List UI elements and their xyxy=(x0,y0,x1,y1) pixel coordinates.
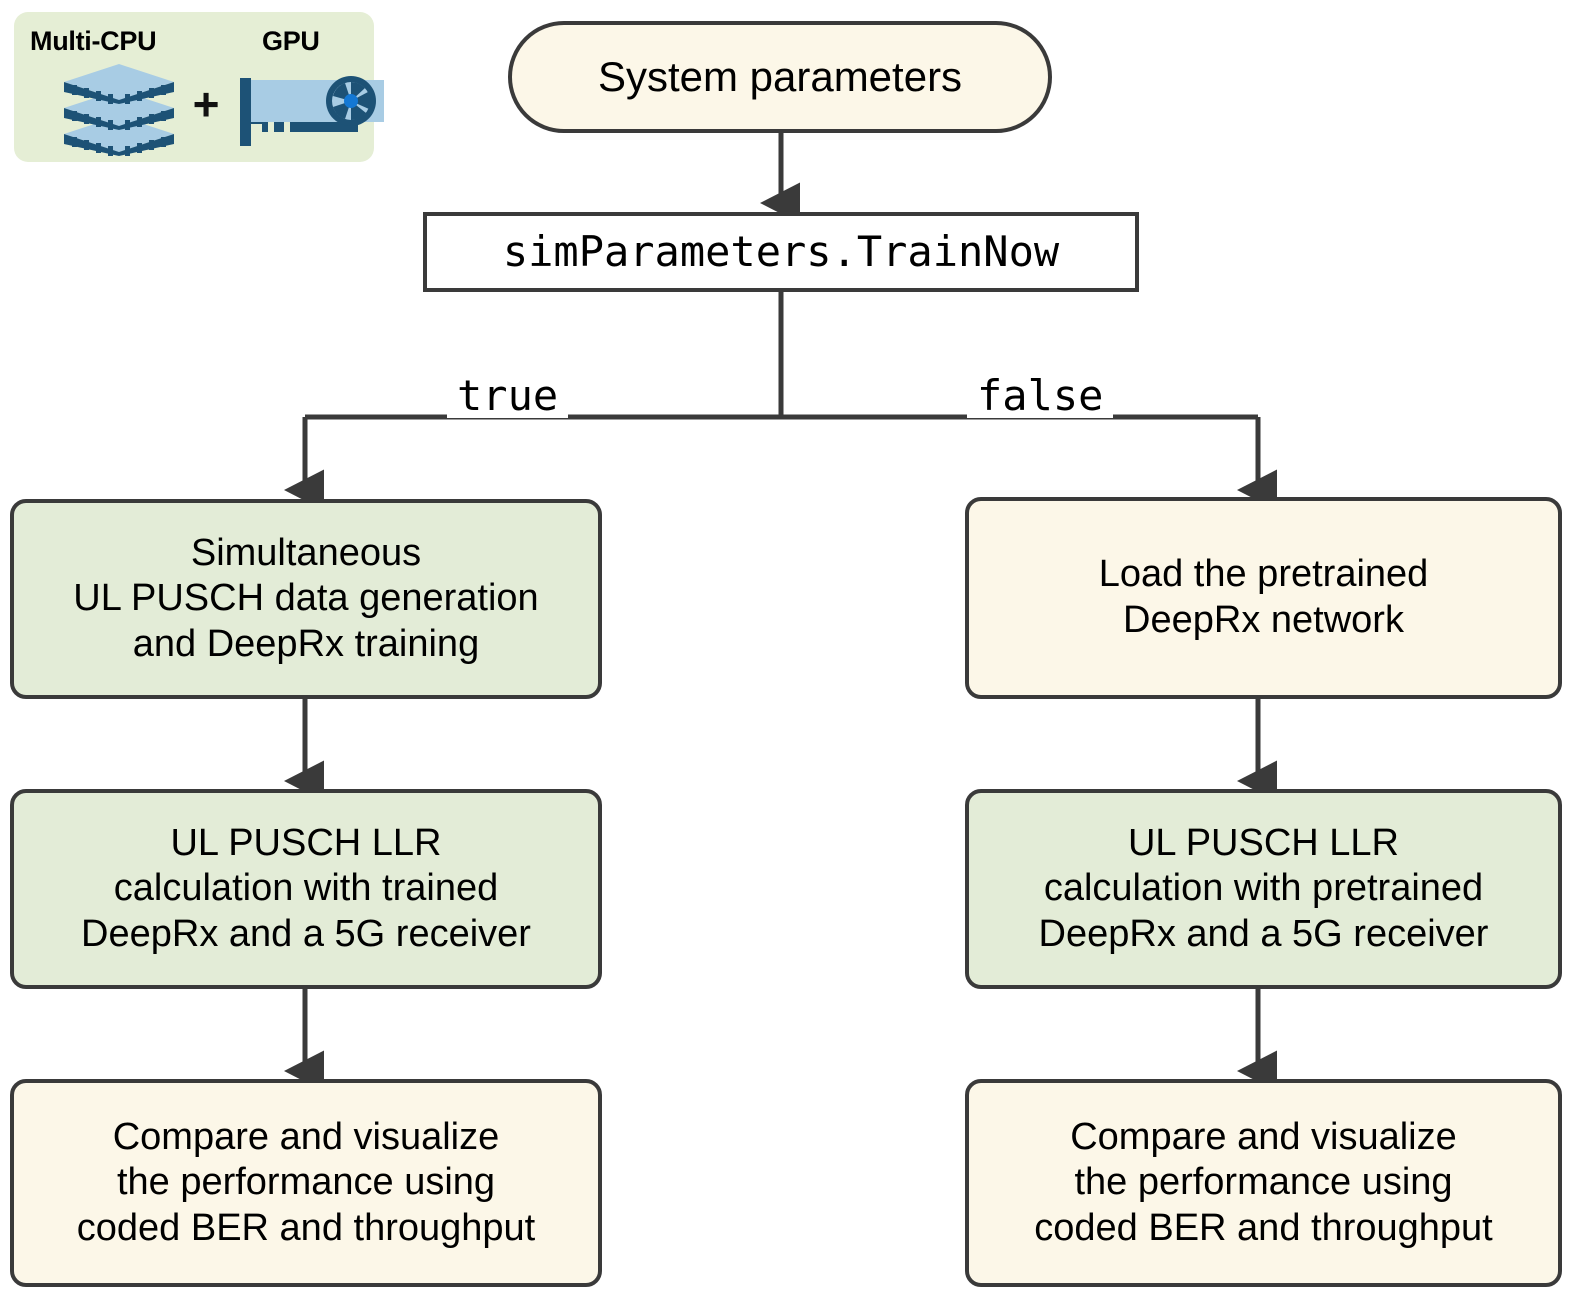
node-system-parameters[interactable]: System parameters xyxy=(508,21,1052,133)
branch-label-true: true xyxy=(447,374,569,418)
node-load-pretrained-network[interactable]: Load the pretrained DeepRx network xyxy=(965,497,1562,699)
node-llr-calculation-pretrained[interactable]: UL PUSCH LLR calculation with pretrained… xyxy=(965,789,1562,989)
plus-icon: + xyxy=(192,78,220,130)
cpu-stack-icon xyxy=(64,64,174,156)
hardware-legend: Multi-CPU GPU xyxy=(14,12,384,162)
branch-label-false: false xyxy=(967,374,1114,418)
multi-cpu-label: Multi-CPU xyxy=(30,26,157,56)
gpu-card-icon xyxy=(240,76,384,146)
node-compare-visualize-right[interactable]: Compare and visualize the performance us… xyxy=(965,1079,1562,1287)
hardware-legend-icons: + xyxy=(14,64,384,156)
gpu-label: GPU xyxy=(262,26,320,56)
hardware-legend-labels: Multi-CPU GPU xyxy=(14,26,374,60)
node-sim-parameters-trainnow[interactable]: simParameters.TrainNow xyxy=(423,212,1139,292)
node-compare-visualize-left[interactable]: Compare and visualize the performance us… xyxy=(10,1079,602,1287)
node-llr-calculation-trained[interactable]: UL PUSCH LLR calculation with trained De… xyxy=(10,789,602,989)
node-simultaneous-data-generation-and-training[interactable]: Simultaneous UL PUSCH data generation an… xyxy=(10,499,602,699)
